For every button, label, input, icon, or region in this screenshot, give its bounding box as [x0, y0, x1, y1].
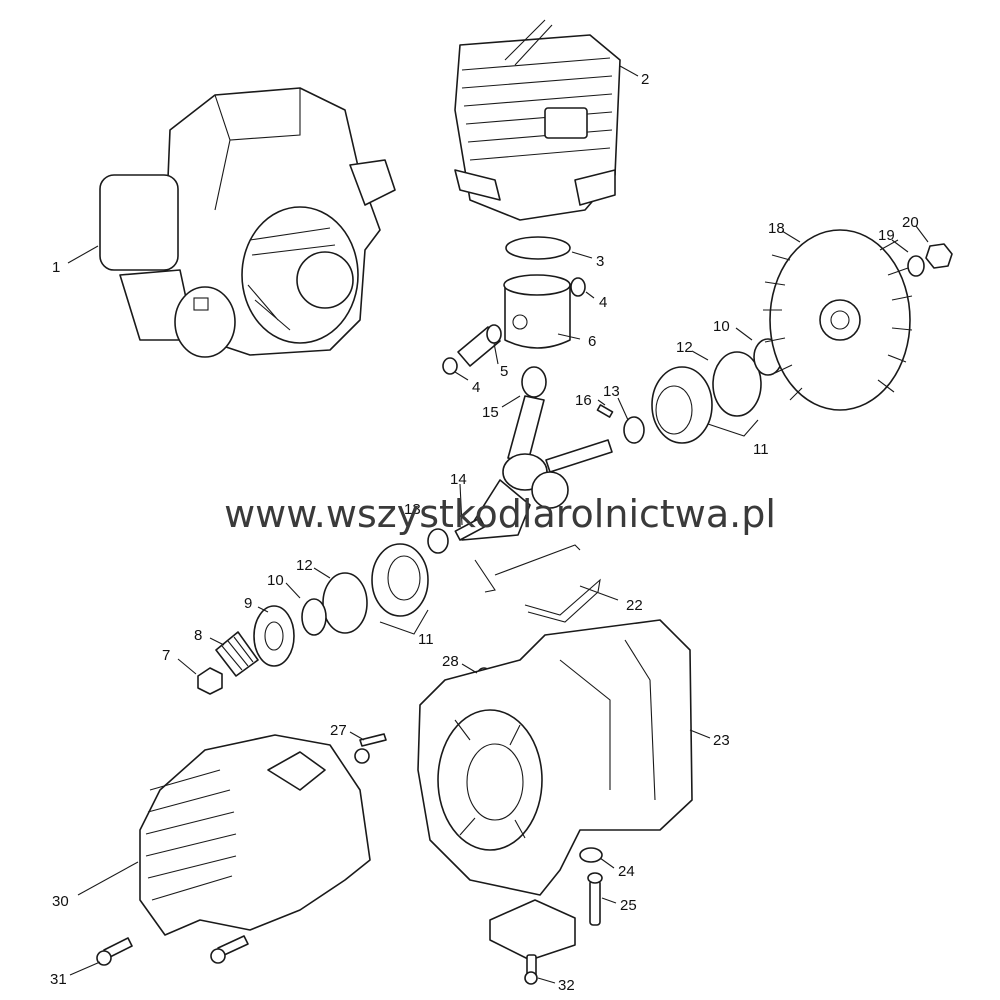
oil-seal-right: [623, 416, 645, 444]
callout-8: 8: [194, 627, 202, 644]
callout-23: 23: [713, 732, 730, 749]
flywheel: [763, 229, 913, 411]
callout-6: 6: [588, 333, 596, 350]
callout-31: 31: [50, 971, 67, 988]
callout-16: 16: [575, 392, 592, 409]
callout-4-lower: 4: [472, 379, 480, 396]
callout-9: 9: [244, 595, 252, 612]
needle-bearing: [521, 366, 547, 398]
flywheel-washer: [907, 255, 925, 277]
cover-screws: [96, 935, 249, 966]
spring-clips: [474, 544, 601, 623]
engine-assembly: [99, 87, 396, 358]
callout-1: 1: [52, 259, 60, 276]
piston: [503, 274, 571, 349]
oil-seal-left: [427, 528, 449, 554]
callout-labels: 1 2 3 4 6 5 4 15 16 13 12 10 18 19 20 11…: [50, 71, 919, 994]
callout-18: 18: [768, 220, 785, 237]
shim-ring-right: [712, 351, 762, 417]
circlip-lower: [442, 357, 458, 375]
callout-4-upper: 4: [599, 294, 607, 311]
callout-32: 32: [558, 977, 575, 994]
callout-5: 5: [500, 363, 508, 380]
callout-7: 7: [162, 647, 170, 664]
washer-left: [301, 598, 327, 636]
base-screw: [524, 954, 538, 985]
callout-12-left: 12: [296, 557, 313, 574]
callout-3: 3: [596, 253, 604, 270]
callout-20: 20: [902, 214, 919, 231]
woodruff-key: [596, 404, 614, 418]
callout-12-right: 12: [676, 339, 693, 356]
ball-bearing-right: [651, 366, 713, 444]
shim-ring-left: [322, 572, 368, 634]
callout-10-left: 10: [267, 572, 284, 589]
callout-28: 28: [442, 653, 459, 670]
clutch-bearing: [253, 605, 295, 667]
leader-lines: [67, 65, 929, 984]
circlip-upper: [570, 277, 586, 297]
callout-11-left: 11: [418, 631, 434, 648]
shaft-thread: [454, 517, 486, 541]
callout-25: 25: [620, 897, 637, 914]
base-plate: [489, 899, 576, 961]
callout-13-right: 13: [603, 383, 620, 400]
mounting-bolt: [587, 872, 603, 926]
callout-10-right: 10: [713, 318, 730, 335]
hex-nut: [197, 667, 223, 695]
callout-2: 2: [641, 71, 649, 88]
callout-27: 27: [330, 722, 347, 739]
flywheel-nut: [925, 243, 953, 269]
watermark-url: www.wszystkodlarolnictwa.pl: [224, 492, 776, 536]
callout-11-right: 11: [753, 441, 769, 458]
callout-30: 30: [52, 893, 69, 910]
ball-bearing-left: [371, 543, 429, 617]
piston-ring: [505, 236, 571, 260]
cylinder: [454, 19, 621, 221]
callout-14: 14: [450, 471, 467, 488]
crankcase: [417, 619, 693, 896]
callout-13-left: 13: [404, 501, 421, 518]
callout-15: 15: [482, 404, 499, 421]
crankcase-screw: [354, 733, 387, 764]
engine-cover: [139, 734, 371, 936]
callout-22: 22: [626, 597, 643, 614]
callout-24: 24: [618, 863, 635, 880]
pinion-gear: [215, 631, 259, 677]
bolt-washer: [579, 847, 603, 863]
callout-19: 19: [878, 227, 895, 244]
